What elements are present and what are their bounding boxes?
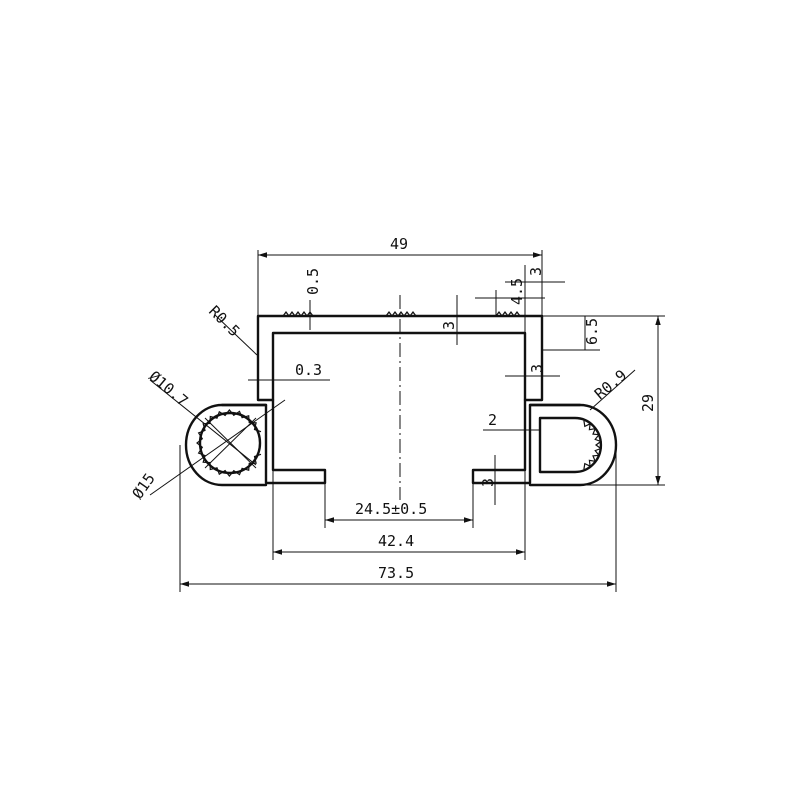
dim-49: 49 <box>390 235 408 253</box>
dim-29: 29 <box>639 394 657 412</box>
left-tube-outer <box>184 403 268 487</box>
left-dia-leader-b <box>149 399 286 496</box>
dim-r0-9-leader <box>589 369 636 411</box>
right-tube-inner <box>538 416 603 474</box>
dim-d15: Ø15 <box>129 470 159 503</box>
dim-0-3: 0.3 <box>295 361 322 379</box>
dim-6-5: 6.5 <box>583 318 601 345</box>
left-tube-inner-circle <box>198 411 262 475</box>
dim-42-4: 42.4 <box>378 532 414 550</box>
channel-outline <box>220 314 582 485</box>
dim-3-top: 3 <box>527 267 545 276</box>
dim-3-bottom: 3 <box>479 478 497 487</box>
dim-0-5: 0.5 <box>304 268 322 295</box>
dim-24-5: 24.5±0.5 <box>355 500 427 518</box>
dim-4-5: 4.5 <box>508 278 526 305</box>
dim-r0-5: R0.5 <box>205 302 243 340</box>
dim-3-wall: 3 <box>440 321 458 330</box>
top-groove-right <box>495 311 521 317</box>
serration-teeth <box>583 420 603 470</box>
dim-d10-7: Ø10.7 <box>145 367 191 410</box>
serration-teeth <box>196 409 262 477</box>
dim-2: 2 <box>488 411 497 429</box>
top-groove-mid <box>385 311 417 317</box>
left-dia-leader <box>149 379 257 466</box>
dim-73-5: 73.5 <box>378 564 414 582</box>
dim-r0-5-leader <box>214 314 258 356</box>
dim-r0-9: R0.9 <box>591 366 630 403</box>
left-tube-serrations <box>196 409 262 477</box>
dim-3-right: 3 <box>528 364 546 373</box>
right-tube-serrations <box>583 420 603 470</box>
top-groove-left <box>282 311 314 317</box>
